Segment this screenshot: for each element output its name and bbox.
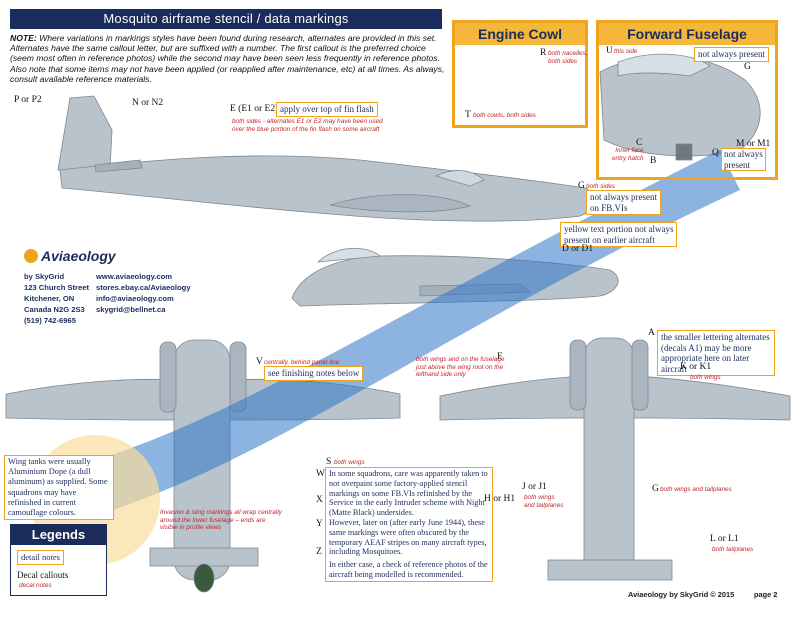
callout-g-fwd: G xyxy=(744,62,751,72)
bottom-view-aircraft xyxy=(439,337,791,581)
callout-g-bottom-red: both wings and tailplanes xyxy=(660,486,732,493)
legend-decal-notes: decal notes xyxy=(19,582,52,589)
callout-c: C xyxy=(636,138,643,148)
callout-x: X xyxy=(316,495,323,505)
invasion-note-1: In some squadrons, care was apparently t… xyxy=(329,469,488,518)
brand-email-1[interactable]: info@aviaeology.com xyxy=(96,294,174,303)
callout-k: K or K1 xyxy=(680,362,712,372)
callout-v-note: see finishing notes below xyxy=(264,366,364,381)
engine-cowl-title: Engine Cowl xyxy=(455,23,585,45)
forward-fuselage-aircraft xyxy=(599,53,761,161)
callout-q: Q xyxy=(712,148,719,158)
callout-l-red: both tailplanes xyxy=(712,546,754,553)
callout-j-red: both wings and tailplanes xyxy=(524,494,564,509)
side-profile-aircraft xyxy=(57,95,595,222)
legend-detail-notes: detail notes xyxy=(17,550,64,565)
brand-web-1[interactable]: www.aviaeology.com xyxy=(96,272,172,281)
callout-l: L or L1 xyxy=(710,534,739,544)
brand-address-3: Canada N2G 2S3 xyxy=(24,305,85,314)
invasion-note-2: However, later on (after early June 1944… xyxy=(329,517,487,557)
callout-v: V xyxy=(256,357,263,367)
callout-q-note: not always present xyxy=(721,148,766,171)
callout-r-note: both nacelles, both sides xyxy=(548,50,588,65)
intro-note-text: Where variations in markings styles have… xyxy=(10,33,445,84)
callout-d-note: yellow text portion not always present o… xyxy=(560,222,678,247)
brand-phone: (519) 742-6965 xyxy=(24,316,76,325)
callout-s-red: both wings xyxy=(334,459,365,466)
callout-f-red: both wings and on the fuselage just abov… xyxy=(416,356,505,379)
callout-e-red: both sides - alternates E1 or E2 may hav… xyxy=(232,118,383,133)
callout-g-side: G xyxy=(578,181,585,191)
callout-u: U xyxy=(606,46,613,56)
wing-tank-note: Wing tanks were usually Aluminium Dope (… xyxy=(4,455,114,521)
invasion-stripes-note: In some squadrons, care was apparently t… xyxy=(325,467,493,582)
callout-z: Z xyxy=(316,547,322,557)
callout-y: Y xyxy=(316,519,323,529)
callout-a-note: the smaller lettering alternates (decals… xyxy=(657,330,775,376)
callout-f: F xyxy=(497,352,503,362)
brand-by: by SkyGrid xyxy=(24,272,65,281)
footer-credit: Aviaeology by SkyGrid © 2015 xyxy=(628,590,735,599)
callout-s: S xyxy=(326,457,332,467)
brand-links: www.aviaeology.com stores.ebay.ca/Aviaeo… xyxy=(96,271,191,315)
legend-decal-callouts: Decal callouts xyxy=(17,570,69,580)
callout-p: P or P2 xyxy=(14,95,42,105)
invasion-note-3: In either case, a check of reference pho… xyxy=(329,560,488,579)
callout-h: H or H1 xyxy=(484,494,516,504)
legends-box: Legends detail notes Decal callouts deca… xyxy=(10,524,107,596)
callout-a: A xyxy=(648,328,655,338)
brand-address-2: Kitchener, ON xyxy=(24,294,75,303)
brand-address: by SkyGrid 123 Church Street Kitchener, … xyxy=(24,271,89,326)
brand-email-2[interactable]: skygrid@bellnet.ca xyxy=(96,305,166,314)
brand-logo: Aviaeology xyxy=(24,248,116,264)
callout-n: N or N2 xyxy=(132,98,164,108)
callout-b: B xyxy=(650,156,657,166)
callout-g-bottom: G xyxy=(652,484,659,494)
footer-page: page 2 xyxy=(754,590,778,599)
callout-e-note: apply over top of fin flash xyxy=(276,102,378,117)
callout-u-note: this side xyxy=(614,48,638,55)
callout-e: E (E1 or E2) xyxy=(230,104,279,114)
legends-title: Legends xyxy=(11,525,106,545)
callout-w: W xyxy=(316,469,325,479)
callout-g-fwd-note: not always present xyxy=(694,47,769,62)
callout-g-side-red: both sides xyxy=(586,183,616,190)
callout-j: J or J1 xyxy=(522,482,547,492)
forward-fuselage-title: Forward Fuselage xyxy=(599,23,775,45)
callout-v-red: centrally, behind panel line xyxy=(264,359,340,366)
brand-web-2[interactable]: stores.ebay.ca/Aviaeology xyxy=(96,283,191,292)
intro-note: NOTE: Where variations in markings style… xyxy=(10,33,445,84)
callout-c-note: Inner face entry hatch xyxy=(612,147,644,162)
brand-address-1: 123 Church Street xyxy=(24,283,89,292)
callout-d: D or D1 xyxy=(562,244,594,254)
intro-note-label: NOTE: xyxy=(10,33,37,43)
brand-logo-text: Aviaeology xyxy=(41,248,116,264)
callout-t-note: both cowls, both sides xyxy=(473,112,536,119)
engine-cowl-panel: Engine Cowl xyxy=(452,20,588,128)
callout-m: M or M1 xyxy=(736,139,771,149)
callout-k-red: both wings xyxy=(690,374,721,381)
callout-r: R xyxy=(540,48,547,58)
forward-fuselage-panel: Forward Fuselage xyxy=(596,20,778,180)
callout-t: T xyxy=(465,110,471,120)
page-title: Mosquito airframe stencil / data marking… xyxy=(10,9,442,29)
invasion-red-note: Invasion & sling markings all wrap centr… xyxy=(160,509,282,532)
logo-badge-icon xyxy=(24,249,38,263)
callout-g-side-note: not always present on FB.VIs xyxy=(586,190,661,215)
